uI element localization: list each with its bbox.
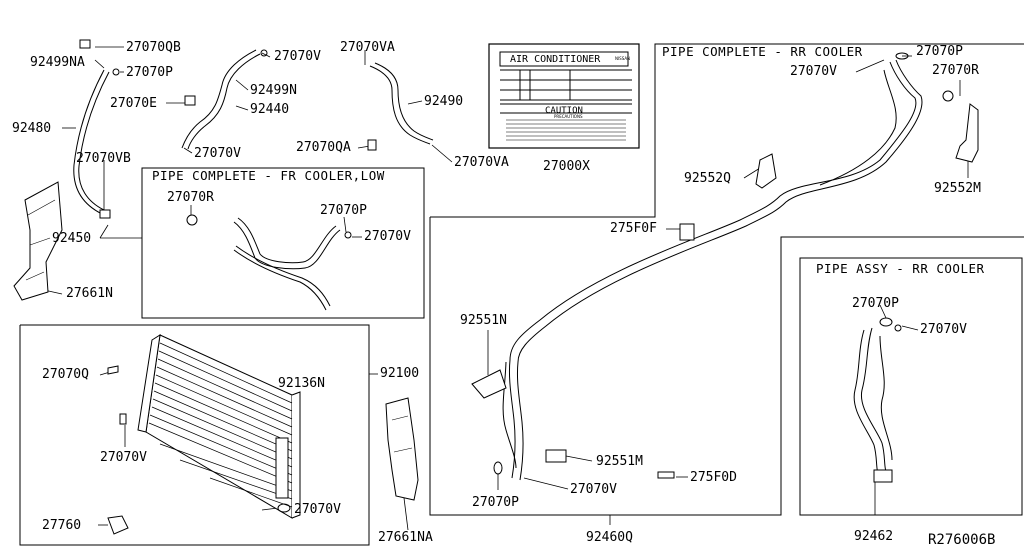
callout-92499N: 92499N: [250, 83, 297, 98]
oring-27070P-c: [895, 52, 909, 60]
callout-92460Q: 92460Q: [586, 530, 633, 545]
callout-27070V: 27070V: [920, 322, 967, 337]
callout-27070VA: 27070VA: [454, 155, 509, 170]
callout-27070V: 27070V: [570, 482, 617, 497]
callout-27070V: 27070V: [790, 64, 837, 79]
callout-92499NA: 92499NA: [30, 55, 85, 70]
callout-27661NA: 27661NA: [378, 530, 433, 545]
pipe-92490: [369, 62, 434, 145]
bracket-27070R-b: [942, 90, 954, 102]
callout-92136N: 92136N: [278, 376, 325, 391]
condenser-92100: [137, 334, 301, 519]
shield-27661N: [13, 181, 63, 301]
fitting-27070QB: [79, 39, 91, 49]
pipe-fr-cooler-low: [233, 217, 341, 311]
callout-275F0D: 275F0D: [690, 470, 737, 485]
frame-fr-cooler-low: [141, 167, 425, 319]
pipe-92440: [181, 49, 261, 150]
callout-92552Q: 92552Q: [684, 171, 731, 186]
callout-92100: 92100: [380, 366, 420, 381]
section-title-pipe-assy-rr: PIPE ASSY - RR COOLER: [814, 261, 987, 276]
bracket-92551M: [545, 449, 567, 463]
callout-27070VB: 27070VB: [76, 151, 131, 166]
shield-27661NA: [385, 397, 419, 501]
clip-27070E: [184, 95, 196, 106]
frame-pipe-assy-rr: [799, 257, 1023, 516]
callout-27661N: 27661N: [66, 286, 113, 301]
pipe-92462: [853, 327, 893, 479]
oring-27070P-e: [879, 317, 893, 327]
callout-27070P: 27070P: [852, 296, 899, 311]
callout-275F0F: 275F0F: [610, 221, 657, 236]
bracket-27760: [107, 515, 129, 535]
bracket-92552M: [955, 103, 979, 163]
callout-27070R: 27070R: [932, 63, 979, 78]
callout-27070VA: 27070VA: [340, 40, 395, 55]
bolt-27070Q: [107, 365, 119, 375]
callout-27070V: 27070V: [294, 502, 341, 517]
callout-27070E: 27070E: [110, 96, 157, 111]
bracket-27070R-a: [186, 214, 198, 226]
oring-27070P-a: [112, 68, 120, 76]
bracket-92551N: [471, 369, 507, 399]
callout-27070V: 27070V: [100, 450, 147, 465]
frame-condenser: [19, 324, 370, 546]
section-title-fr-cooler-low: PIPE COMPLETE - FR COOLER,LOW: [150, 168, 387, 183]
label-card-brand: NISSAN: [615, 56, 631, 61]
callout-27070V: 27070V: [274, 49, 321, 64]
leader-lines: [43, 46, 969, 531]
callout-27070QA: 27070QA: [296, 140, 351, 155]
callout-92440: 92440: [250, 102, 290, 117]
diagram-id: R276006B: [928, 532, 996, 548]
callout-92551M: 92551M: [596, 454, 643, 469]
label-card-caution: CAUTION: [545, 106, 583, 116]
oring-27070V-g: [119, 413, 127, 425]
oring-27070V-f: [894, 324, 902, 332]
label-card-precautions: PRECAUTIONS: [554, 114, 583, 119]
callout-27070P: 27070P: [320, 203, 367, 218]
bolt-275F0D: [657, 471, 675, 479]
callout-92480: 92480: [12, 121, 52, 136]
receiver-92136N: [275, 437, 289, 499]
frame-rr-cooler: [430, 43, 1024, 218]
callout-27070V: 27070V: [194, 146, 241, 161]
callout-92450: 92450: [52, 231, 92, 246]
callout-27000X: 27000X: [543, 159, 590, 174]
callout-92462: 92462: [854, 529, 894, 544]
callout-92552M: 92552M: [934, 181, 981, 196]
callout-27070R: 27070R: [167, 190, 214, 205]
pipe-92480: [73, 69, 110, 215]
callout-27070QB: 27070QB: [126, 40, 181, 55]
callout-27070Q: 27070Q: [42, 367, 89, 382]
callout-27070P: 27070P: [916, 44, 963, 59]
oring-27070P-d: [493, 461, 503, 475]
label-card-title: AIR CONDITIONER: [510, 54, 601, 65]
section-title-rr-cooler: PIPE COMPLETE - RR COOLER: [660, 44, 865, 59]
callout-27760: 27760: [42, 518, 82, 533]
bolt-27070QA: [367, 139, 377, 151]
oring-27070P-b: [344, 231, 352, 239]
oring-27070V-h: [277, 503, 291, 513]
callout-92551N: 92551N: [460, 313, 507, 328]
clip-275F0F: [679, 223, 695, 241]
ac-label-card: [488, 43, 640, 149]
oring-27070V-a: [260, 49, 268, 57]
bracket-92552Q: [755, 153, 777, 189]
callout-27070V: 27070V: [364, 229, 411, 244]
callout-27070P: 27070P: [126, 65, 173, 80]
callout-92490: 92490: [424, 94, 464, 109]
callout-27070P: 27070P: [472, 495, 519, 510]
